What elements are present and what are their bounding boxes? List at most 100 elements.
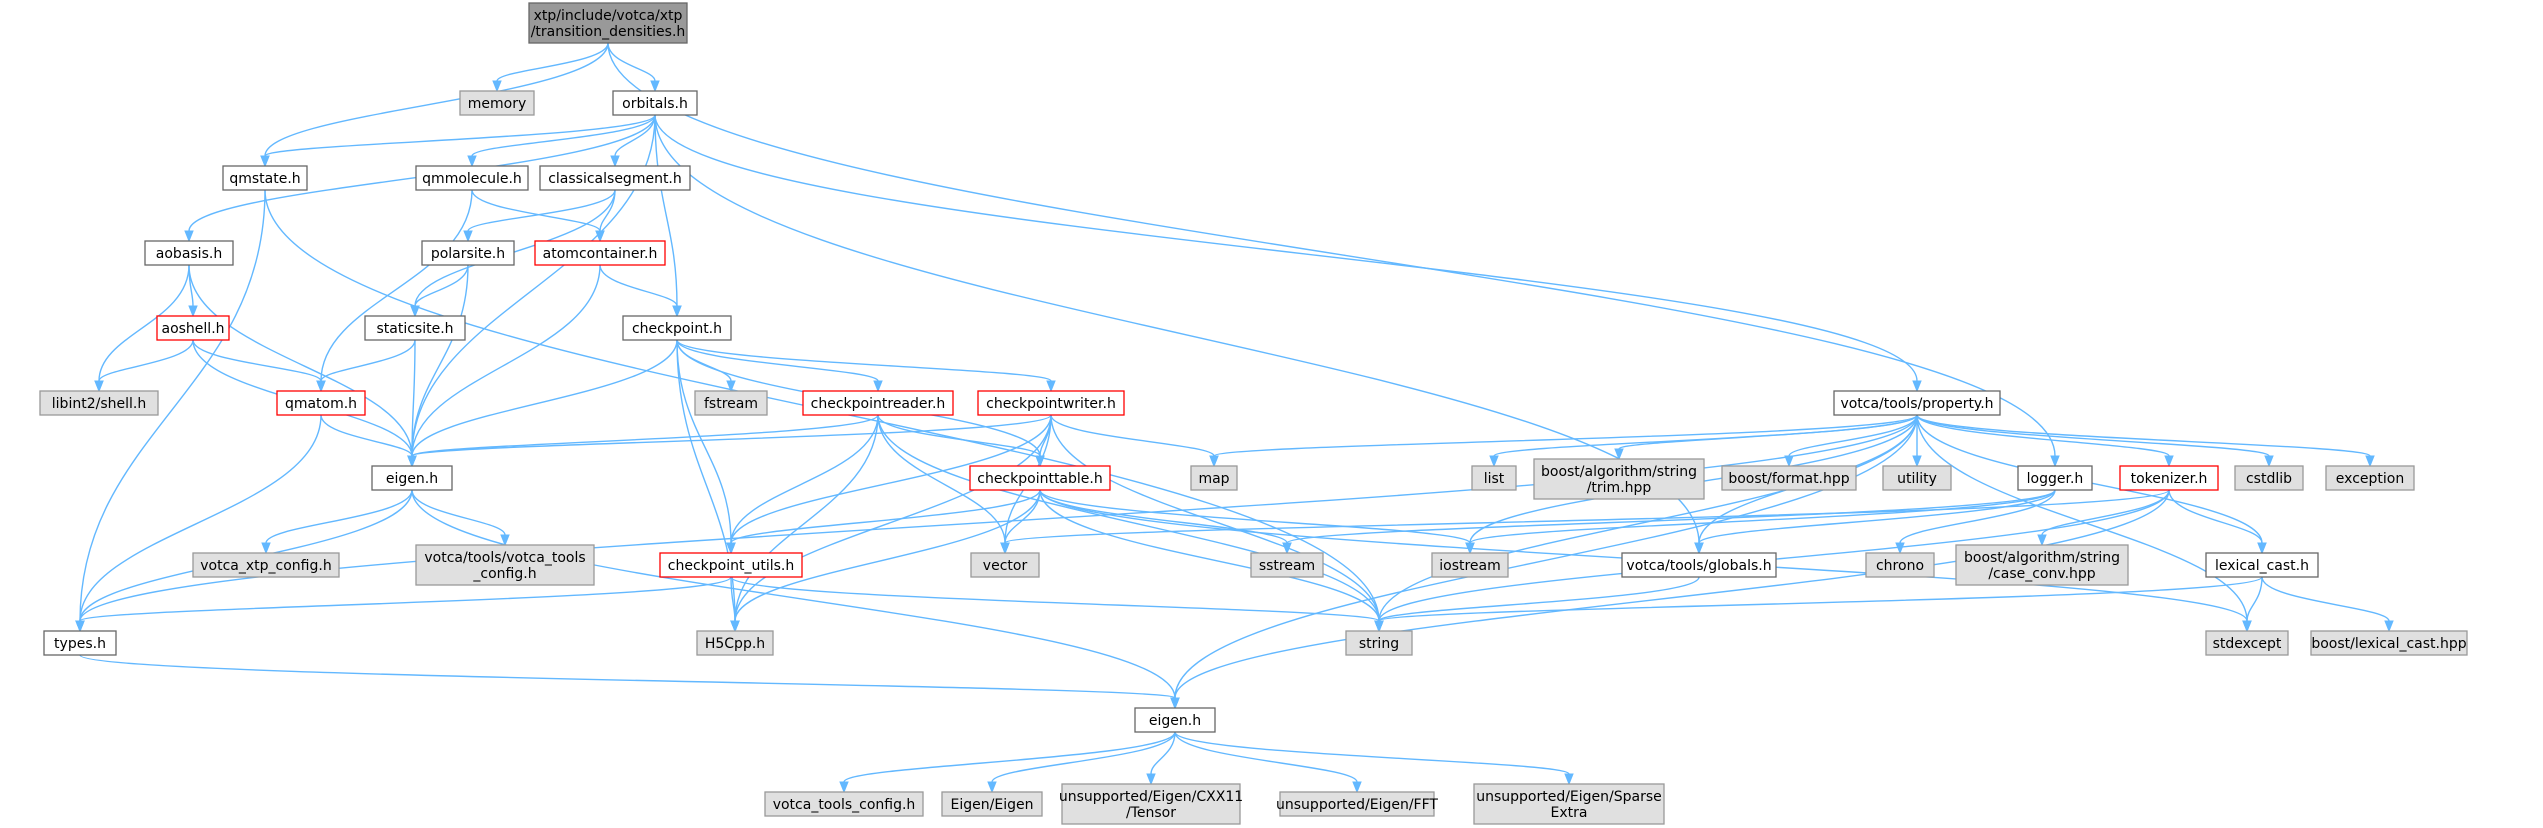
node-qmstate[interactable]: qmstate.h bbox=[222, 165, 308, 191]
node-types[interactable]: types.h bbox=[43, 630, 117, 656]
dependency-edge-checkpointwriter-to-eigenA bbox=[407, 414, 1052, 468]
node-checkpointwriter[interactable]: checkpointwriter.h bbox=[977, 390, 1125, 416]
node-property[interactable]: votca/tools/property.h bbox=[1833, 390, 2001, 416]
node-label: memory bbox=[468, 96, 527, 112]
node-box bbox=[1473, 783, 1665, 825]
node-box bbox=[415, 165, 529, 191]
node-label: fstream bbox=[704, 396, 758, 412]
node-label: eigen.h bbox=[386, 471, 438, 487]
node-label: /Tensor bbox=[1126, 805, 1176, 821]
node-aobasis[interactable]: aobasis.h bbox=[144, 240, 234, 266]
node-checkpoint-utils[interactable]: checkpoint_utils.h bbox=[659, 552, 803, 578]
dependency-edge-qmatom-to-types bbox=[75, 414, 322, 633]
node-label: /transition_densities.h bbox=[531, 24, 686, 40]
node-box bbox=[1061, 783, 1241, 825]
node-box bbox=[969, 465, 1111, 491]
node-iostream: iostream bbox=[1431, 552, 1509, 578]
node-label: /case_conv.hpp bbox=[1988, 566, 2095, 582]
node-label: atomcontainer.h bbox=[543, 246, 658, 262]
node-label: votca_xtp_config.h bbox=[200, 558, 331, 574]
dependency-edge-tokenizer-to-eigenB bbox=[1170, 489, 2170, 710]
node-label: utility bbox=[1897, 471, 1937, 487]
node-globals[interactable]: votca/tools/globals.h bbox=[1621, 552, 1777, 578]
node-label: H5Cpp.h bbox=[705, 636, 765, 652]
node-label: tokenizer.h bbox=[2131, 471, 2208, 487]
node-box bbox=[1250, 552, 1324, 578]
dependency-edge-aobasis-to-eigenA bbox=[188, 264, 417, 468]
node-cstdlib: cstdlib bbox=[2234, 465, 2304, 491]
node-label: votca_tools_config.h bbox=[773, 797, 916, 813]
node-atomcontainer[interactable]: atomcontainer.h bbox=[534, 240, 666, 266]
dependency-edge-eigenB-to-votca_tools_config bbox=[839, 731, 1176, 794]
node-checkpoint[interactable]: checkpoint.h bbox=[622, 315, 732, 341]
node-layer: xtp/include/votca/xtp/transition_densiti… bbox=[39, 2, 2468, 825]
dependency-edge-qmmolecule-to-atomcontainer bbox=[471, 189, 605, 243]
node-label: checkpoint.h bbox=[632, 321, 722, 337]
node-fstream: fstream bbox=[694, 390, 768, 416]
dependency-edge-logger-to-sstream bbox=[1282, 489, 2056, 555]
node-label: classicalsegment.h bbox=[548, 171, 682, 187]
node-logger[interactable]: logger.h bbox=[2017, 465, 2093, 491]
dependency-edge-tokenizer-to-case_conv bbox=[2037, 489, 2170, 547]
node-label: _config.h bbox=[472, 566, 536, 582]
node-eigenA[interactable]: eigen.h bbox=[371, 465, 453, 491]
dependency-edge-types-to-eigenB bbox=[79, 654, 1180, 710]
node-box bbox=[1721, 465, 1857, 491]
dependency-edge-tokenizer-to-lexical_cast bbox=[2168, 489, 2267, 555]
node-box bbox=[1882, 465, 1952, 491]
node-checkpointtable[interactable]: checkpointtable.h bbox=[969, 465, 1111, 491]
node-label: logger.h bbox=[2027, 471, 2084, 487]
node-box bbox=[39, 390, 159, 416]
node-tokenizer[interactable]: tokenizer.h bbox=[2119, 465, 2219, 491]
dependency-edge-checkpointtable-to-checkpoint_utils bbox=[726, 489, 1041, 555]
edge-layer bbox=[75, 42, 2394, 794]
node-label: aoshell.h bbox=[161, 321, 224, 337]
node-box bbox=[1833, 390, 2001, 416]
dependency-edge-eigenB-to-fft bbox=[1174, 731, 1362, 794]
node-label: cstdlib bbox=[2246, 471, 2292, 487]
node-box bbox=[192, 552, 340, 578]
node-aoshell[interactable]: aoshell.h bbox=[156, 315, 230, 341]
node-qmatom[interactable]: qmatom.h bbox=[276, 390, 366, 416]
node-label: votca/tools/property.h bbox=[1840, 396, 1993, 412]
node-lexical-cast[interactable]: lexical_cast.h bbox=[2205, 552, 2319, 578]
node-box bbox=[2017, 465, 2093, 491]
node-root[interactable]: xtp/include/votca/xtp/transition_densiti… bbox=[528, 2, 688, 44]
node-label: unsupported/Eigen/FFT bbox=[1276, 797, 1438, 813]
node-box bbox=[1345, 630, 1413, 656]
node-classicalsegment[interactable]: classicalsegment.h bbox=[539, 165, 691, 191]
node-checkpointreader[interactable]: checkpointreader.h bbox=[802, 390, 954, 416]
node-box bbox=[970, 552, 1040, 578]
dependency-edge-root-to-orbitals bbox=[607, 42, 660, 93]
node-box bbox=[534, 240, 666, 266]
dependency-edge-property-to-exception bbox=[1916, 414, 2375, 468]
dependency-edge-tokenizer-to-vector bbox=[1000, 489, 2170, 555]
node-staticsite[interactable]: staticsite.h bbox=[364, 315, 466, 341]
node-label: iostream bbox=[1439, 558, 1501, 574]
node-box bbox=[622, 315, 732, 341]
dependency-edge-polarsite-to-staticsite bbox=[410, 264, 469, 318]
node-libint2shell: libint2/shell.h bbox=[39, 390, 159, 416]
node-box bbox=[276, 390, 366, 416]
node-label: sstream bbox=[1259, 558, 1315, 574]
node-eigenB[interactable]: eigen.h bbox=[1134, 707, 1216, 733]
node-box bbox=[2310, 630, 2468, 656]
node-label: boost/algorithm/string bbox=[1541, 464, 1697, 480]
dependency-edge-checkpointtable-to-sstream bbox=[1039, 489, 1292, 555]
node-qmmolecule[interactable]: qmmolecule.h bbox=[415, 165, 529, 191]
node-box bbox=[144, 240, 234, 266]
dependency-edge-logger-to-globals bbox=[1694, 489, 2056, 555]
node-label: qmatom.h bbox=[285, 396, 357, 412]
dependency-edge-root-to-qmstate bbox=[260, 42, 609, 168]
node-label: map bbox=[1198, 471, 1229, 487]
node-polarsite[interactable]: polarsite.h bbox=[421, 240, 515, 266]
node-orbitals[interactable]: orbitals.h bbox=[612, 90, 698, 116]
dependency-edge-classicalsegment-to-polarsite bbox=[463, 189, 616, 243]
node-box bbox=[802, 390, 954, 416]
node-label: Extra bbox=[1551, 805, 1588, 821]
node-label: votca/tools/votca_tools bbox=[424, 550, 585, 566]
node-EigenEigen: Eigen/Eigen bbox=[941, 791, 1043, 817]
node-label: vector bbox=[983, 558, 1028, 574]
node-box bbox=[2205, 552, 2319, 578]
